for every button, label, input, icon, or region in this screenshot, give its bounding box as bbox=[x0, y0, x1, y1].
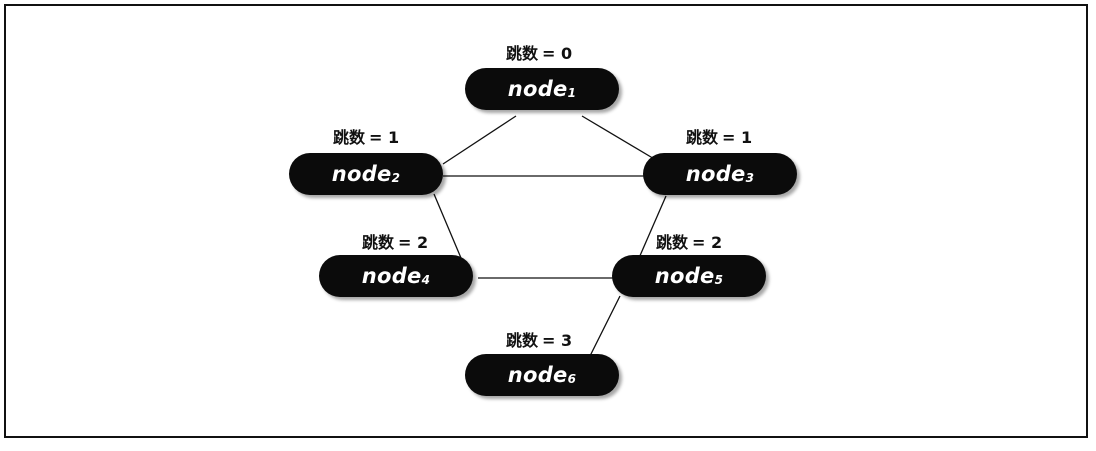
hop-label-text: 跳数 bbox=[362, 233, 395, 252]
hop-value: = 1 bbox=[369, 128, 400, 147]
node-subscript: 6 bbox=[567, 372, 577, 386]
hop-value: = 2 bbox=[398, 233, 429, 252]
node-label: node bbox=[331, 162, 392, 186]
hop-label-text: 跳数 bbox=[506, 331, 539, 350]
node-subscript: 5 bbox=[714, 273, 724, 287]
node-label: node bbox=[654, 264, 715, 288]
node-subscript: 4 bbox=[421, 273, 431, 287]
node-label: node bbox=[685, 162, 746, 186]
hop-value: = 1 bbox=[722, 128, 753, 147]
hop-label-node4: 跳数= 2 bbox=[362, 229, 428, 253]
node-label: node bbox=[507, 77, 568, 101]
edge-1-2 bbox=[442, 115, 517, 165]
hop-label-node5: 跳数= 2 bbox=[656, 229, 722, 253]
node-subscript: 2 bbox=[391, 171, 401, 185]
hop-label-text: 跳数 bbox=[686, 128, 719, 147]
node-label: node bbox=[361, 264, 422, 288]
diagram-canvas: 跳数= 0 跳数= 1 跳数= 1 跳数= 2 跳数= 2 跳数= 3 node… bbox=[4, 4, 1088, 438]
hop-label-node1: 跳数= 0 bbox=[506, 40, 572, 64]
hop-value: = 2 bbox=[692, 233, 723, 252]
edges-layer bbox=[433, 115, 667, 359]
hop-value: = 0 bbox=[542, 44, 573, 63]
edge-2-4 bbox=[433, 193, 462, 259]
node-subscript: 1 bbox=[567, 86, 577, 100]
edge-3-5 bbox=[638, 195, 667, 259]
hop-label-node6: 跳数= 3 bbox=[506, 327, 572, 351]
hop-label-text: 跳数 bbox=[656, 233, 689, 252]
edge-5-6 bbox=[588, 295, 621, 359]
hop-label-node2: 跳数= 1 bbox=[333, 124, 399, 148]
hop-value: = 3 bbox=[542, 331, 573, 350]
hop-label-node3: 跳数= 1 bbox=[686, 124, 752, 148]
hop-label-text: 跳数 bbox=[506, 44, 539, 63]
hop-label-text: 跳数 bbox=[333, 128, 366, 147]
edge-1-3 bbox=[581, 115, 657, 161]
node-label: node bbox=[507, 363, 568, 387]
node-subscript: 3 bbox=[745, 171, 755, 185]
